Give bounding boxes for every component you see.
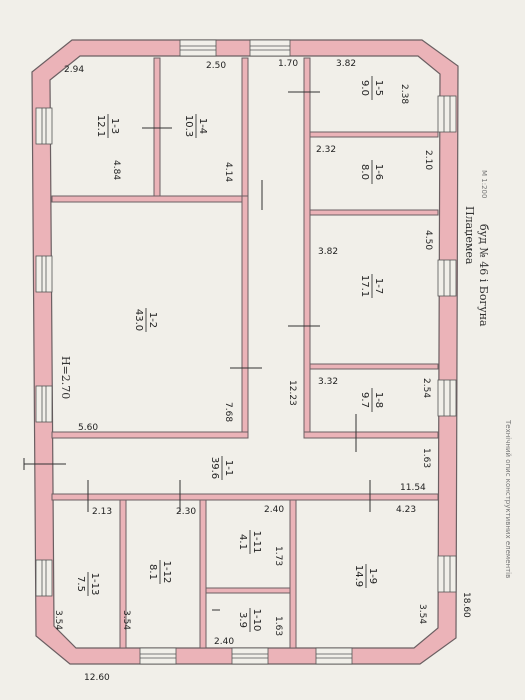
svg-text:4.23: 4.23 bbox=[396, 505, 416, 515]
svg-text:2.50: 2.50 bbox=[206, 61, 226, 71]
dimension-labels: 2.94 2.50 1.70 3.82 2.32 3.82 3.32 5.60 … bbox=[53, 59, 471, 683]
door-marks bbox=[23, 91, 371, 611]
svg-text:2.40: 2.40 bbox=[264, 505, 284, 515]
svg-text:17.1: 17.1 bbox=[359, 275, 370, 297]
svg-text:1-8: 1-8 bbox=[373, 392, 384, 408]
svg-text:1-9: 1-9 bbox=[367, 568, 378, 584]
svg-text:2.54: 2.54 bbox=[421, 378, 431, 398]
svg-text:8.0: 8.0 bbox=[359, 164, 370, 180]
room-labels: 1-1 39.6 1-2 43.0 1-3 12.1 1-4 10.3 1-5 … bbox=[75, 76, 384, 632]
svg-text:3.82: 3.82 bbox=[336, 59, 356, 69]
room-1-4: 1-4 10.3 bbox=[183, 114, 208, 138]
svg-text:1-4: 1-4 bbox=[197, 118, 208, 134]
svg-text:1-2: 1-2 bbox=[147, 312, 158, 328]
svg-text:4.84: 4.84 bbox=[111, 160, 121, 180]
svg-text:2.30: 2.30 bbox=[176, 507, 196, 517]
svg-text:12.60: 12.60 bbox=[84, 673, 110, 683]
bureau-text: Технічний опис конструктивних елементів bbox=[504, 419, 512, 578]
svg-text:3.54: 3.54 bbox=[53, 610, 63, 630]
room-1-8: 1-8 9.7 bbox=[359, 388, 384, 412]
svg-text:1-1: 1-1 bbox=[223, 460, 234, 476]
room-1-10: 1-10 3.9 bbox=[237, 608, 262, 632]
svg-text:1.63: 1.63 bbox=[421, 448, 431, 468]
svg-text:10.3: 10.3 bbox=[183, 115, 194, 137]
svg-text:1-13: 1-13 bbox=[89, 573, 100, 596]
svg-text:4.50: 4.50 bbox=[423, 230, 433, 250]
svg-text:39.6: 39.6 bbox=[209, 457, 220, 479]
svg-text:14.9: 14.9 bbox=[353, 565, 364, 587]
svg-text:1-3: 1-3 bbox=[109, 118, 120, 134]
side-annotation: Плаџемеа буд № 46 і Богуна М 1:200 Техні… bbox=[463, 170, 512, 578]
svg-text:2.13: 2.13 bbox=[92, 507, 112, 517]
svg-text:9.0: 9.0 bbox=[359, 80, 370, 96]
svg-text:12.23: 12.23 bbox=[287, 380, 297, 406]
svg-text:3.32: 3.32 bbox=[318, 377, 338, 387]
interior-walls bbox=[51, 57, 439, 649]
svg-text:1-12: 1-12 bbox=[161, 561, 172, 584]
svg-text:4.1: 4.1 bbox=[237, 534, 248, 550]
svg-text:1.73: 1.73 bbox=[273, 546, 283, 566]
svg-text:2.10: 2.10 bbox=[423, 150, 433, 170]
svg-text:2.94: 2.94 bbox=[64, 65, 84, 75]
room-1-3: 1-3 12.1 bbox=[95, 114, 120, 138]
svg-text:4.14: 4.14 bbox=[223, 162, 233, 182]
svg-text:3.9: 3.9 bbox=[237, 612, 248, 628]
svg-text:2.32: 2.32 bbox=[316, 145, 336, 155]
room-1-2: 1-2 43.0 bbox=[133, 308, 158, 332]
room-1-9: 1-9 14.9 bbox=[353, 564, 378, 588]
plan-scale: М 1:200 bbox=[480, 170, 488, 198]
windows bbox=[35, 39, 457, 665]
svg-text:18.60: 18.60 bbox=[461, 592, 471, 618]
svg-text:1-11: 1-11 bbox=[251, 531, 262, 554]
svg-text:1-10: 1-10 bbox=[251, 609, 262, 632]
svg-text:7.5: 7.5 bbox=[75, 576, 86, 592]
svg-text:11.54: 11.54 bbox=[400, 483, 426, 493]
svg-text:7.68: 7.68 bbox=[223, 402, 233, 422]
svg-text:5.60: 5.60 bbox=[78, 423, 98, 433]
svg-text:2.40: 2.40 bbox=[214, 637, 234, 647]
svg-text:8.1: 8.1 bbox=[147, 564, 158, 580]
plan-title: Плаџемеа bbox=[463, 206, 476, 265]
ceiling-height-label: H=2.70 bbox=[59, 356, 72, 399]
svg-text:1-7: 1-7 bbox=[373, 278, 384, 294]
svg-text:2.38: 2.38 bbox=[399, 84, 409, 104]
room-1-11: 1-11 4.1 bbox=[237, 530, 262, 554]
svg-text:3.54: 3.54 bbox=[417, 604, 427, 624]
room-1-13: 1-13 7.5 bbox=[75, 572, 100, 596]
room-1-6: 1-6 8.0 bbox=[359, 160, 384, 184]
plan-address: буд № 46 і Богуна bbox=[477, 224, 490, 327]
room-1-12: 1-12 8.1 bbox=[147, 560, 172, 584]
svg-text:12.1: 12.1 bbox=[95, 115, 106, 137]
svg-text:1-6: 1-6 bbox=[373, 164, 384, 180]
room-1-5: 1-5 9.0 bbox=[359, 76, 384, 100]
svg-text:3.54: 3.54 bbox=[121, 610, 131, 630]
room-1-1: 1-1 39.6 bbox=[209, 456, 234, 480]
svg-text:43.0: 43.0 bbox=[133, 309, 144, 331]
svg-text:1.63: 1.63 bbox=[273, 616, 283, 636]
svg-text:9.7: 9.7 bbox=[359, 392, 370, 408]
svg-text:1-5: 1-5 bbox=[373, 80, 384, 96]
room-1-7: 1-7 17.1 bbox=[359, 274, 384, 298]
svg-text:1.70: 1.70 bbox=[278, 59, 298, 69]
svg-text:3.82: 3.82 bbox=[318, 247, 338, 257]
